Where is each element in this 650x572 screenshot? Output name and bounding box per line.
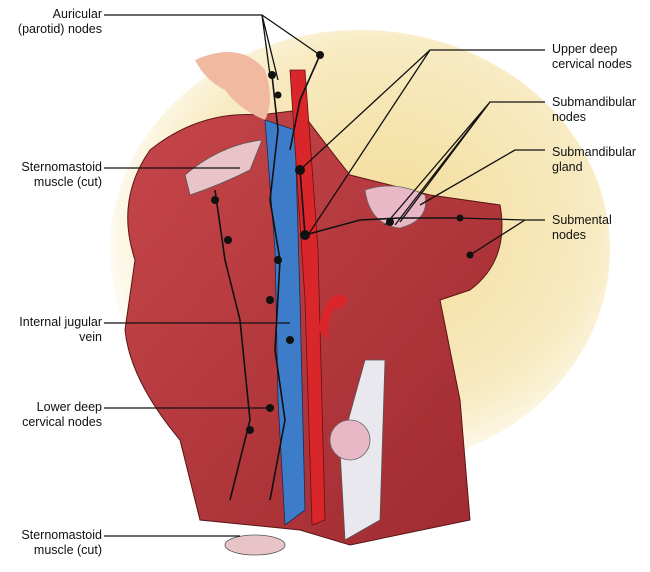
label-auricular-nodes: Auricular(parotid) nodes — [17, 7, 102, 36]
sternomastoid-cut-bottom — [224, 534, 286, 556]
thyroid-gland — [329, 419, 371, 461]
carotid-artery — [289, 69, 326, 526]
leader-lines — [104, 14, 545, 537]
ear — [195, 52, 270, 120]
aortic-branch — [318, 294, 348, 340]
